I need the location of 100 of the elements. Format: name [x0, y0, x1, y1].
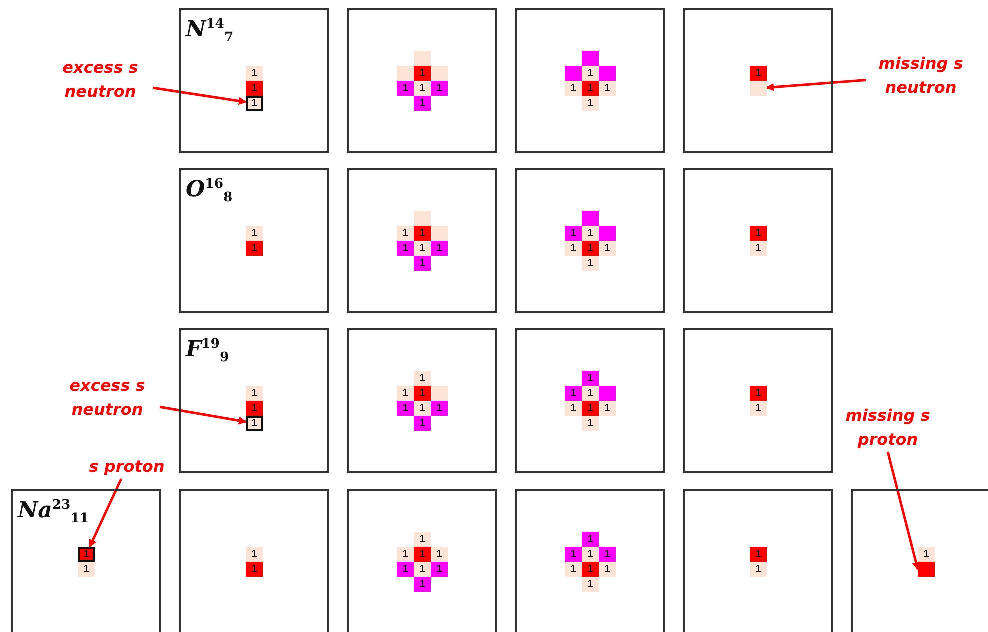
callout-label: missing s proton [838, 404, 938, 452]
grid-cell: 1 [414, 241, 431, 256]
callout-label: missing s neutron [866, 52, 976, 100]
panel-frame [515, 489, 665, 632]
grid-cell [582, 211, 599, 226]
grid-cell [582, 51, 599, 66]
arrow [160, 406, 247, 425]
grid-cell: 1 [582, 562, 599, 577]
panel-frame [683, 328, 833, 473]
grid-cell: 1 [750, 386, 767, 401]
panel-frame [683, 8, 833, 153]
arrow [766, 78, 866, 92]
grid-cell: 1 [414, 66, 431, 81]
grid-cell: 1 [397, 241, 414, 256]
grid-cell: 1 [565, 226, 582, 241]
grid-cell: 1 [582, 256, 599, 271]
panel-frame [515, 168, 665, 313]
panel-frame [515, 328, 665, 473]
grid-cell: 1 [246, 241, 263, 256]
panel-frame [347, 489, 497, 632]
grid-cell: 1 [582, 241, 599, 256]
grid-cell: 1 [414, 81, 431, 96]
grid-cell: 1 [78, 562, 95, 577]
grid-cell [414, 211, 431, 226]
arrow [152, 86, 247, 106]
grid-cell: 1 [582, 81, 599, 96]
grid-cell: 1 [397, 401, 414, 416]
grid-cell: 1 [431, 547, 448, 562]
panel-frame [347, 168, 497, 313]
grid-cell: 1 [582, 371, 599, 386]
grid-cell [750, 81, 767, 96]
grid-cell [431, 386, 448, 401]
grid-cell: 1 [565, 401, 582, 416]
grid-cell: 1 [599, 562, 616, 577]
grid-cell: 1 [414, 532, 431, 547]
panel-frame [11, 489, 161, 632]
grid-cell: 1 [397, 226, 414, 241]
callout-label: s proton [82, 455, 172, 479]
panel-frame [851, 489, 988, 632]
grid-cell [431, 226, 448, 241]
panel-frame [515, 8, 665, 153]
grid-cell: 1 [582, 66, 599, 81]
grid-cell: 1 [582, 577, 599, 592]
grid-cell [918, 562, 935, 577]
grid-cell: 1 [397, 81, 414, 96]
grid-cell [397, 66, 414, 81]
grid-cell: 1 [414, 416, 431, 431]
grid-cell: 1 [582, 416, 599, 431]
grid-cell: 1 [599, 81, 616, 96]
grid-cell [565, 66, 582, 81]
grid-cell: 1 [565, 386, 582, 401]
grid-cell [414, 51, 431, 66]
grid-cell: 1 [565, 81, 582, 96]
grid-cell: 1 [582, 386, 599, 401]
grid-cell: 1 [565, 547, 582, 562]
grid-cell: 1 [750, 241, 767, 256]
grid-cell: 1 [750, 562, 767, 577]
grid-cell: 1 [246, 562, 263, 577]
grid-cell: 1 [414, 547, 431, 562]
panel-frame [683, 489, 833, 632]
grid-cell: 1 [414, 226, 431, 241]
grid-cell: 1 [599, 547, 616, 562]
grid-cell: 1 [414, 96, 431, 111]
grid-cell: 1 [582, 532, 599, 547]
grid-cell: 1 [246, 81, 263, 96]
grid-cell: 1 [246, 96, 263, 111]
grid-cell: 1 [582, 401, 599, 416]
panel-frame [179, 8, 329, 153]
arrow [88, 478, 123, 548]
grid-cell: 1 [397, 562, 414, 577]
grid-cell: 1 [414, 371, 431, 386]
grid-cell: 1 [582, 96, 599, 111]
panel-frame [683, 168, 833, 313]
grid-cell: 1 [414, 401, 431, 416]
grid-cell: 1 [397, 547, 414, 562]
grid-cell: 1 [582, 547, 599, 562]
grid-cell [599, 226, 616, 241]
grid-cell: 1 [565, 241, 582, 256]
panel-frame [347, 8, 497, 153]
grid-cell: 1 [750, 66, 767, 81]
callout-label: excess s neutron [55, 374, 160, 422]
grid-cell: 1 [414, 562, 431, 577]
grid-cell: 1 [750, 401, 767, 416]
grid-cell: 1 [431, 562, 448, 577]
panel-frame [179, 328, 329, 473]
grid-cell [599, 386, 616, 401]
grid-cell: 1 [431, 401, 448, 416]
grid-cell: 1 [918, 547, 935, 562]
grid-cell: 1 [246, 226, 263, 241]
grid-cell: 1 [397, 386, 414, 401]
grid-cell: 1 [431, 81, 448, 96]
panel-frame [179, 489, 329, 632]
grid-cell: 1 [246, 416, 263, 431]
grid-cell: 1 [414, 386, 431, 401]
panel-frame [347, 328, 497, 473]
grid-cell: 1 [750, 547, 767, 562]
callout-label: excess s neutron [48, 56, 153, 104]
grid-cell: 1 [599, 241, 616, 256]
grid-cell: 1 [599, 401, 616, 416]
grid-cell: 1 [246, 386, 263, 401]
